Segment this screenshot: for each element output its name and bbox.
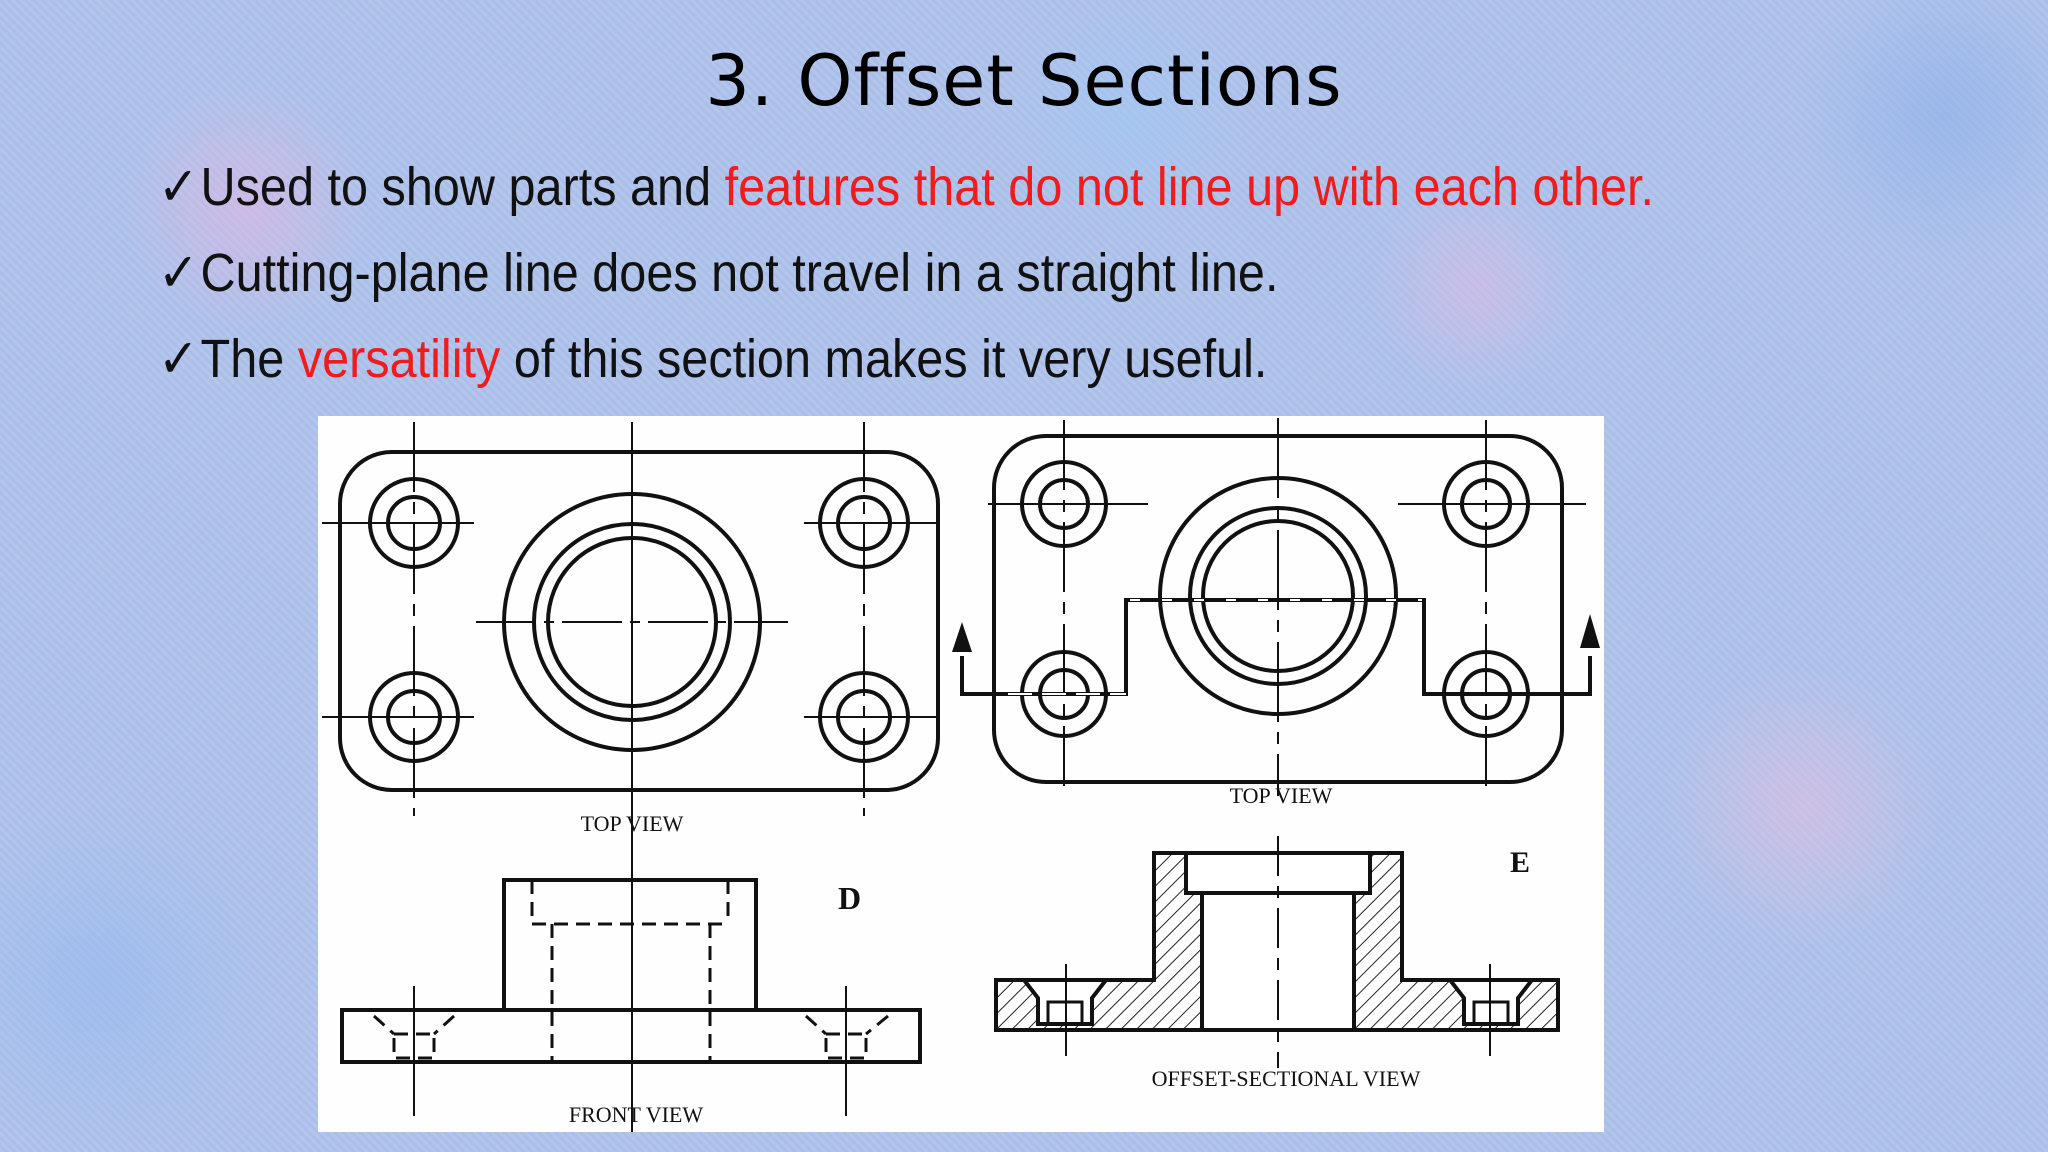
section-centerlines: [1065, 836, 1491, 1068]
left-front-view-label: FRONT VIEW: [569, 1102, 703, 1127]
right-section-view-label: OFFSET-SECTIONAL VIEW: [1152, 1066, 1421, 1091]
bullet-text-end: of this section makes it very useful.: [500, 329, 1268, 389]
cutting-plane-arrows: [952, 614, 1600, 652]
bullet-item: ✓The versatility of this section makes i…: [158, 322, 1654, 408]
checkmark-icon: ✓: [158, 157, 199, 217]
right-top-view-label: TOP VIEW: [1230, 783, 1333, 808]
technical-drawing: TOP VIEW D: [318, 416, 1604, 1132]
bullet-text: Used to show parts and: [200, 157, 725, 217]
right-top-view: [960, 418, 1592, 796]
bullet-text: The: [200, 329, 298, 389]
left-top-view-label: TOP VIEW: [581, 811, 684, 836]
left-front-view: [340, 878, 922, 1116]
checkmark-icon: ✓: [158, 243, 199, 303]
bullet-item: ✓Cutting-plane line does not travel in a…: [158, 236, 1654, 322]
left-top-view: [322, 422, 940, 1132]
bullet-text: Cutting-plane line does not travel in a …: [200, 243, 1279, 303]
bullet-item: ✓Used to show parts and features that do…: [158, 150, 1654, 236]
bullet-highlight: versatility: [297, 329, 501, 389]
bullet-highlight: features that do not line up with each o…: [724, 157, 1655, 217]
bullet-list: ✓Used to show parts and features that do…: [158, 150, 1820, 408]
left-drawing-letter: D: [838, 880, 861, 916]
drawing-svg: TOP VIEW D: [322, 418, 1600, 1132]
slide-title: 3. Offset Sections: [705, 40, 1343, 122]
right-drawing-letter: E: [1510, 846, 1530, 879]
checkmark-icon: ✓: [158, 329, 199, 389]
